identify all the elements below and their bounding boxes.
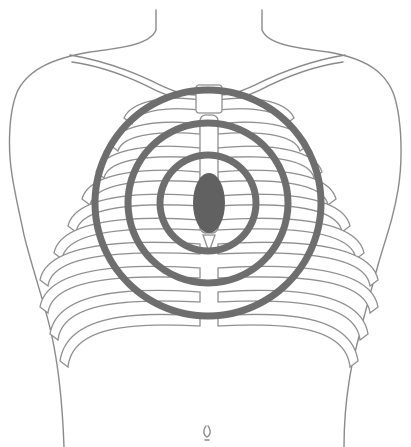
right-clavicle	[220, 55, 345, 95]
heart-marker	[193, 173, 225, 233]
left-clavicle	[70, 55, 195, 95]
rib-left	[60, 314, 200, 367]
rib-right	[218, 314, 358, 367]
navel	[204, 426, 210, 437]
